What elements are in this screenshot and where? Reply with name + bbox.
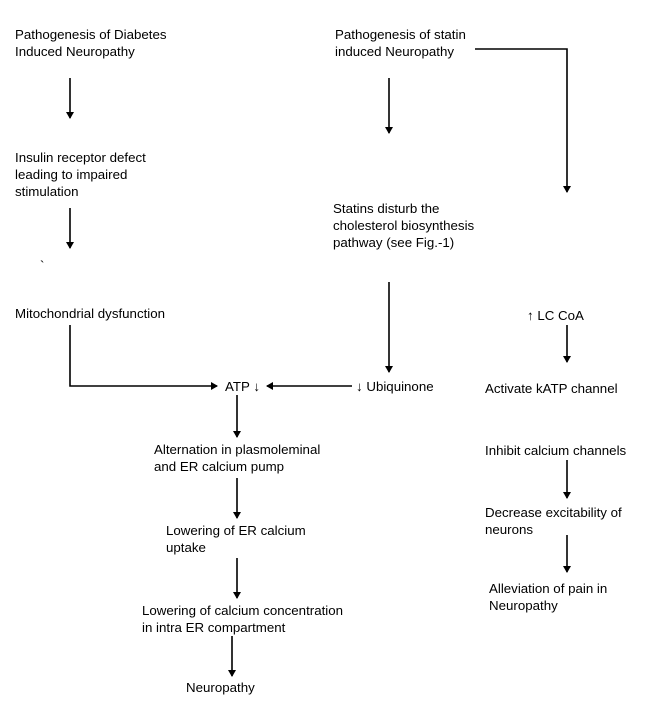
node-statin-pathogenesis-title: Pathogenesis of statin induced Neuropathy xyxy=(335,26,466,60)
node-text-line: ↑ LC CoA xyxy=(527,308,584,323)
node-text-line: Lowering of ER calcium xyxy=(166,523,306,538)
node-activate-katp-channel: Activate kATP channel xyxy=(485,380,618,397)
node-text-line: Pathogenesis of Diabetes xyxy=(15,27,167,42)
node-text-line: uptake xyxy=(166,540,206,555)
node-text-line: Induced Neuropathy xyxy=(15,44,135,59)
node-lowering-calcium-concentration: Lowering of calcium concentration in intr… xyxy=(142,602,343,636)
node-text-line: Activate kATP channel xyxy=(485,381,618,396)
node-text-line: ` xyxy=(40,258,45,273)
node-decrease-excitability: Decrease excitability of neurons xyxy=(485,504,622,538)
node-text-line: Mitochondrial dysfunction xyxy=(15,306,166,321)
node-text-line: ATP ↓ xyxy=(225,379,260,394)
node-neuropathy: Neuropathy xyxy=(186,679,255,696)
arrow-statin_title-to-lc_coa xyxy=(475,48,571,193)
node-insulin-receptor-defect: Insulin receptor defect leading to impair… xyxy=(15,149,146,200)
node-inhibit-calcium-channels: Inhibit calcium channels xyxy=(485,442,626,459)
node-text-line: Alleviation of pain in xyxy=(489,581,608,596)
arrow-mito_dysfunction-to-atp xyxy=(69,325,218,390)
node-text-line: Pathogenesis of statin xyxy=(335,27,466,42)
node-atp-decrease: ATP ↓ xyxy=(225,378,260,395)
node-text-line: cholesterol biosynthesis xyxy=(333,218,475,233)
stray-backtick-mark: ` xyxy=(40,257,44,274)
node-mitochondrial-dysfunction: Mitochondrial dysfunction xyxy=(15,305,165,322)
node-text-line: ↓ Ubiquinone xyxy=(356,379,434,394)
node-lowering-er-calcium-uptake: Lowering of ER calcium uptake xyxy=(166,522,306,556)
node-text-line: Inhibit calcium channels xyxy=(485,443,627,458)
node-text-line: Lowering of calcium concentration xyxy=(142,603,344,618)
node-lc-coa-increase: ↑ LC CoA xyxy=(527,307,584,324)
node-alleviation-of-pain: Alleviation of pain in Neuropathy xyxy=(489,580,607,614)
node-text-line: induced Neuropathy xyxy=(335,44,455,59)
node-text-line: Neuropathy xyxy=(489,598,558,613)
node-text-line: Statins disturb the xyxy=(333,201,440,216)
node-text-line: pathway (see Fig.-1) xyxy=(333,235,455,250)
node-alternation-calcium-pump: Alternation in plasmoleminal and ER calci… xyxy=(154,441,320,475)
node-text-line: Neuropathy xyxy=(186,680,255,695)
node-text-line: leading to impaired xyxy=(15,167,128,182)
node-statins-disturb-cholesterol: Statins disturb the cholesterol biosynthe… xyxy=(333,200,474,251)
node-ubiquinone-decrease: ↓ Ubiquinone xyxy=(356,378,434,395)
node-text-line: Insulin receptor defect xyxy=(15,150,146,165)
node-text-line: neurons xyxy=(485,522,534,537)
node-text-line: Alternation in plasmoleminal xyxy=(154,442,321,457)
node-text-line: stimulation xyxy=(15,184,79,199)
node-text-line: in intra ER compartment xyxy=(142,620,286,635)
node-text-line: and ER calcium pump xyxy=(154,459,285,474)
node-text-line: Decrease excitability of xyxy=(485,505,622,520)
